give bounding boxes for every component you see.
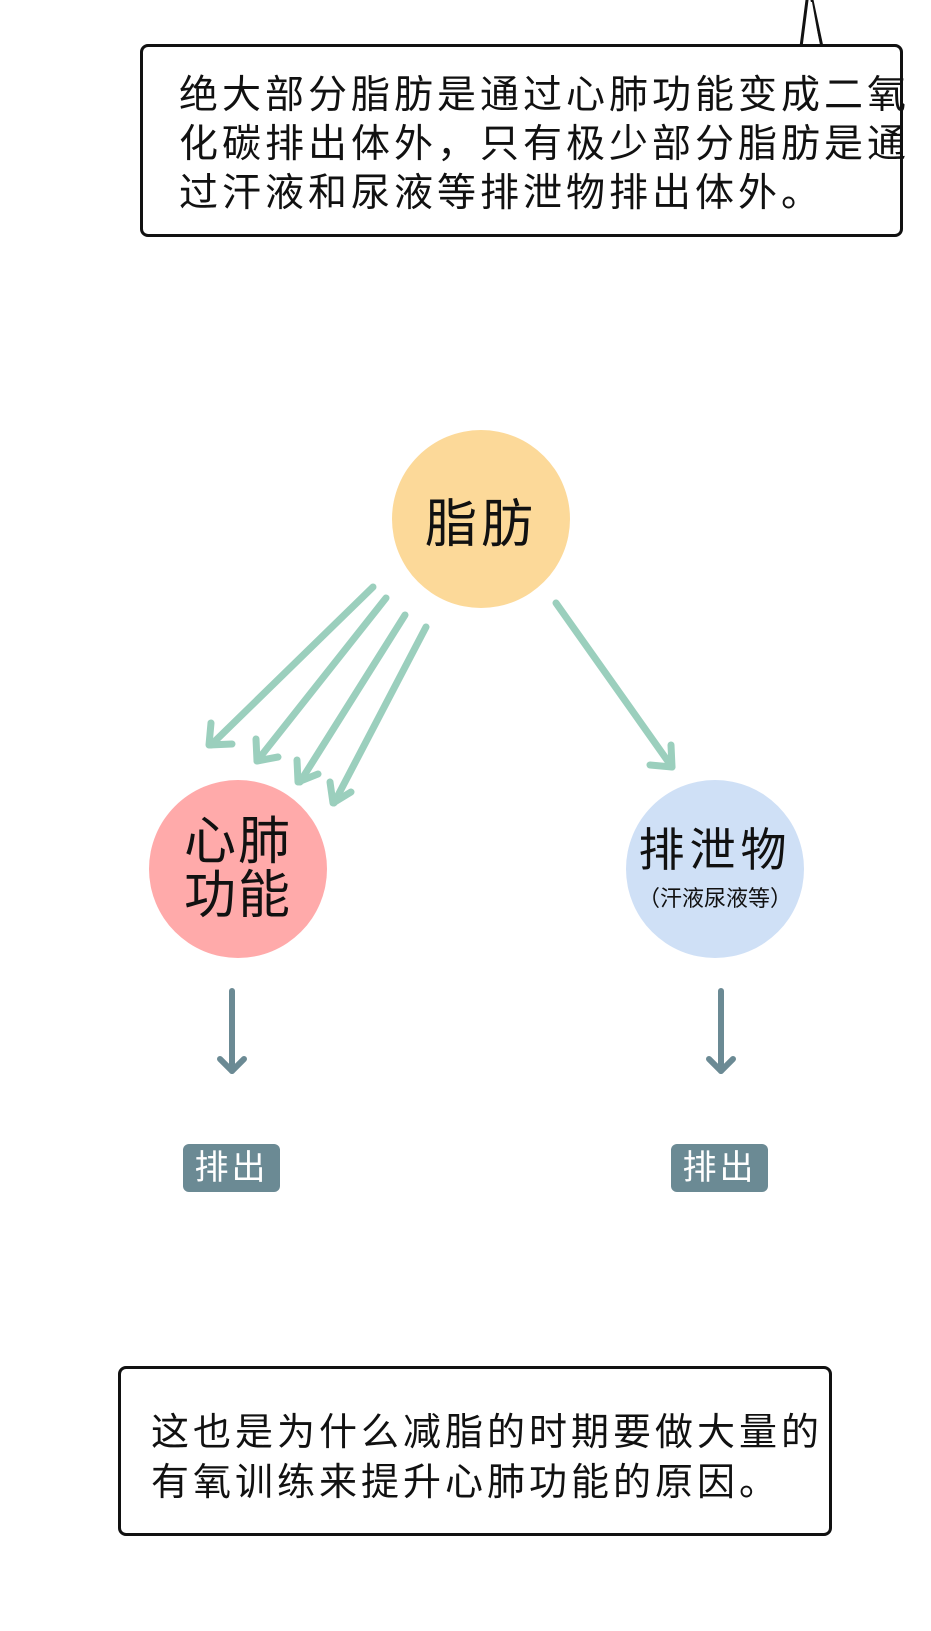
top-bubble-line-2: 化碳排出体外，只有极少部分脂肪是通 — [179, 122, 911, 167]
green-arrow-fat-to-heart-3 — [293, 611, 409, 786]
heart-lung-node-label-line-1: 心肺 — [183, 812, 292, 872]
green-arrow-fat-to-heart-4 — [326, 623, 430, 807]
heart-lung-node: 心肺 功能 — [149, 780, 327, 958]
excreta-node: 排泄物 （汗液尿液等） — [626, 780, 804, 958]
bottom-bubble-line-1: 这也是为什么减脂的时期要做大量的 — [151, 1410, 824, 1454]
excreta-node-label: 排泄物 — [638, 823, 792, 877]
output-badge-heart-lung: 排出 — [183, 1144, 280, 1192]
green-arrow-fat-to-heart-1 — [205, 583, 377, 749]
top-bubble-line-3: 过汗液和尿液等排泄物排出体外。 — [179, 171, 825, 216]
fat-node: 脂肪 — [392, 430, 570, 608]
excreta-node-sub-label: （汗液尿液等） — [637, 887, 792, 912]
bottom-speech-bubble: 这也是为什么减脂的时期要做大量的 有氧训练来提升心肺功能的原因。 — [118, 1366, 832, 1536]
top-speech-bubble: 绝大部分脂肪是通过心肺功能变成二氧 化碳排出体外，只有极少部分脂肪是通 过汗液和… — [140, 44, 911, 237]
green-arrow-fat-to-excreta — [552, 599, 676, 771]
heart-lung-node-label-line-2: 功能 — [183, 866, 292, 926]
output-badge-excreta: 排出 — [671, 1144, 768, 1192]
top-bubble-line-1: 绝大部分脂肪是通过心肺功能变成二氧 — [179, 73, 911, 118]
output-arrow-heart-lung — [217, 988, 247, 1074]
bottom-bubble-line-2: 有氧训练来提升心肺功能的原因。 — [151, 1460, 782, 1504]
output-arrow-excreta — [706, 988, 736, 1074]
fat-node-label: 脂肪 — [424, 494, 537, 555]
green-arrow-fat-to-heart-2 — [252, 594, 390, 765]
